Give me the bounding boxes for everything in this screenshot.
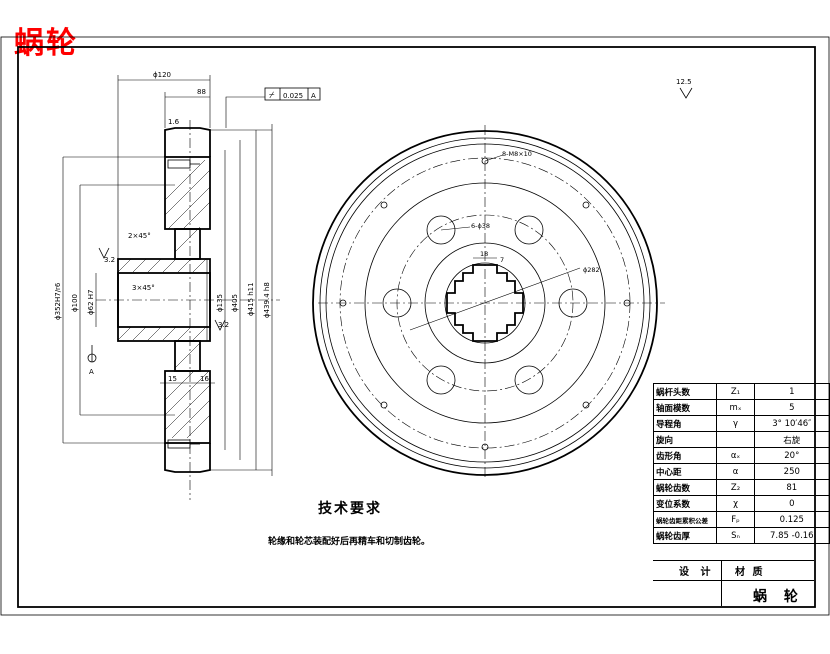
surface-finish-value: 12.5 bbox=[676, 78, 692, 86]
param-value: 7.85 -0.16 bbox=[753, 527, 830, 544]
outer-frame bbox=[0, 36, 830, 616]
param-value: 3° 10′46″ bbox=[753, 415, 830, 432]
dim-d-outer2: ϕ439.4 h8 bbox=[263, 282, 271, 318]
param-symbol: γ bbox=[716, 415, 755, 432]
tolerance-value: 0.025 bbox=[283, 92, 303, 100]
dim-chamfer-2x45: 2×45° bbox=[128, 232, 151, 240]
param-name: 齿形角 bbox=[652, 447, 718, 464]
param-symbol: Fₚ bbox=[716, 511, 755, 528]
param-name: 变位系数 bbox=[652, 495, 718, 512]
param-value: 5 bbox=[753, 399, 830, 416]
param-value: 20° bbox=[753, 447, 830, 464]
param-symbol: Z₂ bbox=[716, 479, 755, 496]
section-view bbox=[62, 75, 321, 500]
param-symbol: αₓ bbox=[716, 447, 755, 464]
param-value: 1 bbox=[753, 383, 830, 400]
front-view bbox=[312, 87, 693, 480]
dim-d-top: ϕ120 bbox=[153, 71, 171, 79]
param-symbol: Sₙ bbox=[716, 527, 755, 544]
param-name: 轴面模数 bbox=[652, 399, 718, 416]
param-symbol bbox=[716, 431, 755, 448]
param-value: 0 bbox=[753, 495, 830, 512]
dim-d-bore: ϕ62 H7 bbox=[87, 290, 95, 315]
part-name: 蜗 轮 bbox=[753, 589, 804, 605]
label-pcd: ϕ282 bbox=[583, 266, 600, 274]
dim-chamfer-3x45: 3×45° bbox=[132, 284, 155, 292]
label-bolt-holes: 8-M8×10 bbox=[502, 150, 532, 158]
param-name: 蜗轮齿厚 bbox=[652, 527, 718, 544]
param-value: 81 bbox=[753, 479, 830, 496]
dim-chamfer-1: 1.6 bbox=[168, 118, 180, 126]
dim-w-15: 15 bbox=[168, 375, 177, 383]
dim-ra-right: 3.2 bbox=[218, 321, 229, 329]
technical-requirements-note: 轮缘和轮芯装配好后再精车和切制齿轮。 bbox=[268, 537, 431, 547]
param-value: 250 bbox=[753, 463, 830, 480]
param-value: 右旋 bbox=[753, 431, 830, 448]
param-value: 0.125 bbox=[753, 511, 830, 528]
label-key-width: 18 bbox=[480, 250, 488, 258]
param-symbol: α bbox=[716, 463, 755, 480]
table-row: 旋向 右旋 bbox=[652, 431, 830, 448]
param-symbol: mₓ bbox=[716, 399, 755, 416]
title-block-divider bbox=[653, 580, 814, 581]
dim-flange: 88 bbox=[197, 88, 206, 96]
dim-w-16: 16 bbox=[200, 375, 209, 383]
page-title: 蜗轮 bbox=[14, 26, 78, 61]
title-block: 设 计 材 质 蜗 轮 bbox=[653, 560, 814, 606]
tolerance-datum: A bbox=[311, 92, 316, 100]
dim-d-root: ϕ352H7/r6 bbox=[54, 282, 62, 320]
datum-a: A bbox=[89, 368, 94, 376]
label-key-depth: 7 bbox=[500, 256, 504, 264]
title-block-divider bbox=[721, 561, 722, 606]
material-label: 材 质 bbox=[735, 567, 765, 578]
param-name: 旋向 bbox=[652, 431, 718, 448]
inner-frame bbox=[17, 46, 816, 608]
param-symbol: Z₁ bbox=[716, 383, 755, 400]
param-name: 中心距 bbox=[652, 463, 718, 480]
dim-ra-left: 3.2 bbox=[104, 256, 115, 264]
param-name: 蜗轮齿数 bbox=[652, 479, 718, 496]
dim-d-outer1: ϕ415 h11 bbox=[247, 282, 255, 316]
param-name: 蜗轮齿距累积公差 bbox=[652, 511, 718, 528]
technical-requirements-heading: 技术要求 bbox=[318, 501, 382, 517]
dim-d-405: ϕ405 bbox=[231, 294, 239, 312]
dim-d-135: ϕ135 bbox=[216, 294, 224, 312]
tolerance-symbol: ⌿ bbox=[269, 91, 275, 101]
param-symbol: χ bbox=[716, 495, 755, 512]
param-name: 导程角 bbox=[652, 415, 718, 432]
param-name: 蜗杆头数 bbox=[652, 383, 718, 400]
dim-d-hub: ϕ100 bbox=[71, 294, 79, 312]
label-lighten-holes: 6-ϕ38 bbox=[471, 222, 490, 230]
design-label: 设 计 bbox=[679, 567, 715, 578]
